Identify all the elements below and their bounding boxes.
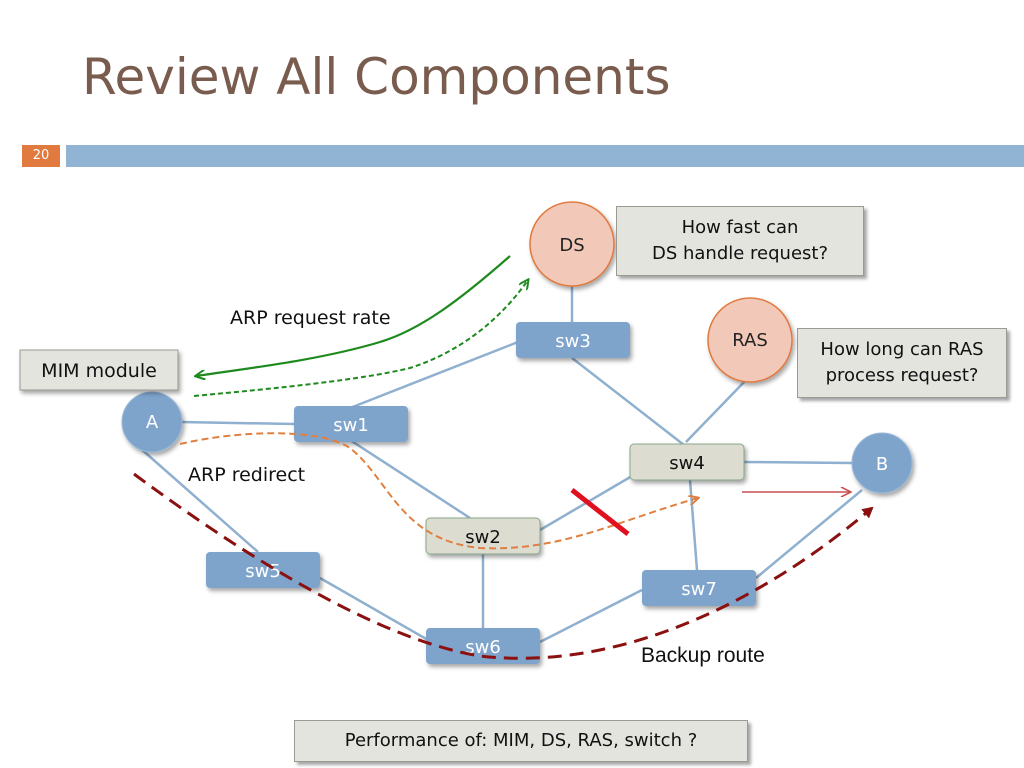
switch-sw4[interactable]: sw4 [629, 443, 745, 481]
sw2-label: sw2 [465, 527, 501, 548]
link-sw1-sw3 [349, 340, 519, 410]
arp-request-rate-arrow [196, 255, 511, 376]
host-a-label: A [146, 412, 159, 433]
sw4-label: sw4 [669, 453, 705, 474]
link-sw6-sw7 [539, 588, 643, 644]
title-bar [66, 145, 1024, 167]
sw7-label: sw7 [681, 579, 717, 600]
link-sw4-b [743, 460, 853, 465]
ras-question-line1: How long can RAS [820, 339, 984, 360]
switch-sw6[interactable]: sw6 [426, 628, 540, 664]
host-b[interactable]: B [851, 432, 913, 494]
network-links [139, 280, 863, 644]
link-sw5-sw6 [319, 576, 429, 642]
arp-request-dashed-arrow [193, 280, 528, 397]
link-sw7-b [755, 489, 863, 579]
arp-redirect-label: ARP redirect [188, 464, 306, 486]
performance-text: Performance of: MIM, DS, RAS, switch ? [344, 730, 698, 751]
mim-module[interactable]: MIM module [19, 349, 179, 391]
switch-sw1[interactable]: sw1 [294, 406, 408, 442]
ds-label: DS [559, 235, 584, 256]
link-ras-sw4 [685, 377, 749, 443]
ds-question-callout: How fast can DS handle request? [616, 206, 864, 276]
failed-link-mark [570, 488, 630, 536]
link-sw3-sw4 [571, 357, 685, 446]
link-sw4-sw7 [688, 479, 699, 571]
ras-label: RAS [732, 330, 768, 351]
host-b-label: B [876, 454, 888, 475]
link-a-sw1 [179, 420, 295, 426]
ras-question-line2: process request? [825, 365, 979, 386]
sw1-label: sw1 [333, 415, 369, 436]
ds-question-line1: How fast can [681, 217, 799, 238]
host-a[interactable]: A [121, 391, 183, 453]
link-sw1-sw2 [349, 438, 471, 520]
arp-request-rate-label: ARP request rate [230, 307, 391, 329]
sw6-label: sw6 [465, 637, 501, 658]
link-a-sw5 [139, 447, 259, 553]
backup-route-path [133, 472, 874, 660]
sw3-label: sw3 [555, 331, 591, 352]
switch-sw2[interactable]: sw2 [425, 517, 541, 555]
arp-redirect-arrow [179, 432, 698, 550]
switch-sw5[interactable]: sw5 [206, 552, 320, 588]
ds-server[interactable]: DS [529, 201, 615, 287]
performance-callout: Performance of: MIM, DS, RAS, switch ? [294, 720, 748, 762]
ras-question-callout: How long can RAS process request? [797, 328, 1007, 398]
ds-question-line2: DS handle request? [651, 243, 829, 264]
ras-server[interactable]: RAS [707, 297, 793, 383]
sw5-label: sw5 [245, 561, 281, 582]
switch-sw3[interactable]: sw3 [516, 322, 630, 358]
backup-route-label: Backup route [641, 644, 765, 667]
mim-module-label: MIM module [41, 360, 157, 382]
slide-title: Review All Components [82, 48, 671, 106]
page-number: 20 [22, 145, 60, 167]
switch-sw7[interactable]: sw7 [642, 570, 756, 606]
